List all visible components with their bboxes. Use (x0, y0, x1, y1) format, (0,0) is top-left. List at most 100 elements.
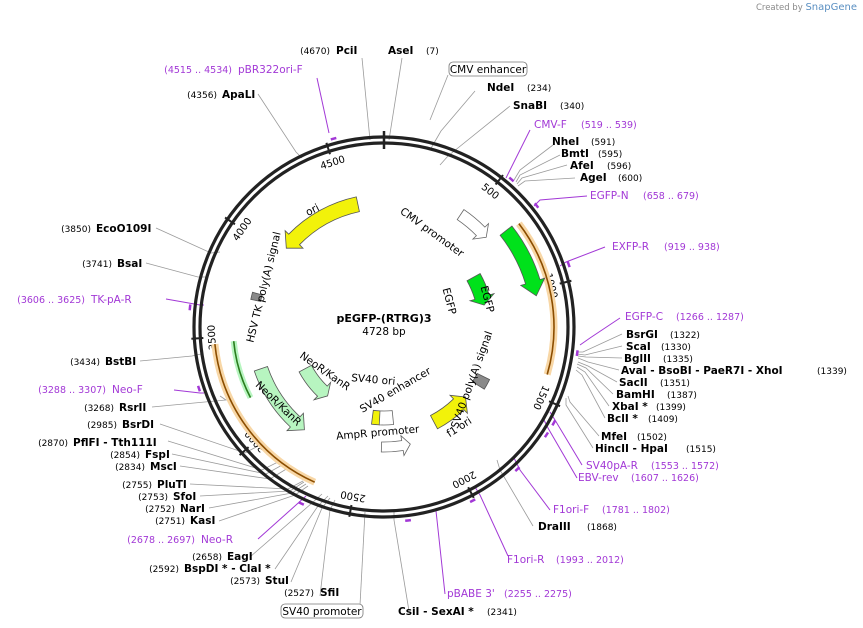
primer-mark-0 (330, 136, 337, 141)
enzyme-name-afei: AfeI (570, 160, 594, 172)
tick-mark-5 (238, 446, 250, 456)
tick-mark-8 (325, 142, 331, 155)
enzyme-pos-asei: (7) (426, 47, 439, 57)
primer-range-tk-pa-r: (3606 .. 3625) (17, 295, 85, 306)
tick-label-6: 3500 (207, 324, 220, 350)
enzyme-pos-bstbi: (3434) (70, 358, 100, 368)
enzyme-name-stui: StuI (265, 575, 289, 587)
enzyme-name-bmti: BmtI (561, 148, 589, 160)
primer-mark-7 (514, 466, 521, 473)
enzyme-name-agei: AgeI (580, 172, 607, 184)
enzyme-pos-apali: (4356) (187, 91, 217, 101)
primer-mark-9 (405, 518, 412, 523)
enzyme-pos-nhei: (591) (591, 138, 615, 148)
primer-mark-11 (196, 385, 202, 392)
sv40-promoter-callout: SV40 promoter (280, 603, 364, 619)
orf-neo-line (214, 344, 316, 483)
f1-ori-arrow (429, 394, 468, 430)
enzyme-pos-bamhi: (1387) (667, 391, 697, 401)
primer-range-sv40pa-r: (1553 .. 1572) (651, 461, 719, 472)
enzyme-name-ecoo109i: EcoO109I (96, 223, 151, 235)
neor-arrow-inner (298, 364, 332, 401)
feature-arrows (250, 196, 546, 457)
feature-label-sv40-promoter: SV40 promoter (282, 606, 362, 618)
enzyme-pos-ecoo109i: (3850) (61, 225, 91, 235)
sv40-promoter-box (378, 410, 395, 426)
tick-mark-0 (494, 174, 504, 186)
tick-mark-3 (467, 486, 475, 499)
enzyme-pos-bsrdi: (2985) (87, 421, 117, 431)
enzyme-name-tth111i: PflFI - Tth111I (73, 437, 157, 449)
primer-mark-8 (469, 498, 476, 504)
primer-range-cmv-f: (519 .. 539) (581, 120, 637, 131)
enzyme-pos-sacii: (1351) (660, 379, 690, 389)
primer-range-f1ori-r: (1993 .. 2012) (556, 555, 624, 566)
primer-name-neo-r: Neo-R (201, 534, 233, 546)
sv40-polya-box (471, 372, 491, 390)
primer-range-ebv-rev: (1607 .. 1626) (631, 473, 699, 484)
tick-mark-4 (348, 504, 353, 518)
enzyme-pos-sexai: (2341) (487, 608, 517, 618)
enzyme-name-msci: MscI (150, 461, 177, 473)
enzyme-name-eagi: EagI (227, 551, 253, 563)
enzyme-name-sexai: CsiI - SexAI * (398, 606, 474, 618)
primer-mark-6 (543, 431, 550, 438)
enzyme-name-clai: BspDI * - ClaI * (184, 563, 271, 575)
feature-label-neor-outer: NeoR/KanR (253, 379, 304, 428)
enzyme-pos-fspi: (2854) (110, 451, 140, 461)
tick-label-2: 1500 (530, 383, 550, 411)
enzyme-name-bcli: BclI * (607, 413, 638, 425)
primer-range-exfp-r: (919 .. 938) (664, 242, 720, 253)
primer-range-egfp-n: (658 .. 679) (643, 191, 699, 202)
enzyme-pos-bsai: (3741) (82, 260, 112, 270)
enzyme-name-sacii: SacII (619, 377, 648, 389)
enzyme-name-bsrgi: BsrGI (626, 329, 658, 341)
enzyme-pos-agei: (600) (618, 174, 642, 184)
enzyme-pos-clai: (2592) (149, 565, 179, 575)
feature-label-sv40-enhancer: SV40 enhancer (358, 365, 434, 416)
orf-neo-inner-arc (230, 340, 254, 399)
enzyme-pos-afei: (596) (607, 162, 631, 172)
egfp-arrow-inner (466, 272, 496, 306)
tick-mark-6 (191, 337, 204, 340)
enzyme-pos-pluti: (2755) (122, 481, 152, 491)
enzyme-name-xbai: XbaI * (612, 401, 648, 413)
enzyme-pos-kasi: (2751) (155, 517, 185, 527)
feature-label-hsv-tk-polya: HSV TK poly(A) signal (245, 231, 284, 344)
orf-arcs (211, 221, 558, 486)
enzyme-name-bglii: BglII (624, 353, 651, 365)
enzyme-pos-stui: (2573) (230, 577, 260, 587)
primer-name-ebv-rev: EBV-rev (578, 472, 619, 484)
feature-label-cmv-enhancer: CMV enhancer (450, 64, 527, 76)
primer-range-pbabe3: (2255 .. 2275) (504, 589, 572, 600)
enzyme-pos-bsrgi: (1322) (670, 331, 700, 341)
primer-name-sv40pa-r: SV40pA-R (586, 460, 638, 472)
enzyme-pos-ndei: (234) (527, 84, 551, 94)
enzyme-pos-nari: (2752) (145, 505, 175, 515)
enzyme-pos-draiii: (1868) (587, 523, 617, 533)
enzyme-pos-scai: (1330) (661, 343, 691, 353)
primer-name-egfp-c: EGFP-C (625, 311, 663, 323)
primer-marks (188, 136, 579, 523)
enzyme-pos-bglii: (1335) (663, 355, 693, 365)
primer-name-tk-pa-r: TK-pA-R (90, 294, 132, 306)
feature-label-ampr-promoter: AmpR promoter (336, 423, 421, 442)
primer-range-egfp-c: (1266 .. 1287) (676, 312, 744, 323)
enzyme-name-fspi: FspI (145, 449, 170, 461)
enzyme-pos-eagi: (2658) (192, 553, 222, 563)
tick-label-0: 500 (479, 182, 501, 202)
primer-labels: (4515 .. 4534) pBR322ori-F CMV-F (519 ..… (17, 64, 744, 600)
enzyme-name-hpai: HincII - HpaI (595, 443, 668, 455)
enzyme-pos-tth111i: (2870) (38, 439, 68, 449)
primer-name-f1ori-r: F1ori-R (507, 554, 544, 566)
sv40-ori-box (371, 409, 381, 426)
tick-label-4: 2500 (340, 488, 367, 503)
primer-name-pbabe3: pBABE 3' (447, 588, 495, 600)
enzyme-name-mfei: MfeI (601, 431, 627, 443)
primer-name-exfp-r: EXFP-R (612, 241, 649, 253)
feature-label-egfp-inner: EGFP (440, 287, 459, 316)
primer-mark-2 (533, 202, 540, 209)
enzyme-name-scai: ScaI (626, 341, 651, 353)
egfp-arrow-outer (499, 225, 546, 297)
orf-neo-arc (211, 343, 317, 486)
